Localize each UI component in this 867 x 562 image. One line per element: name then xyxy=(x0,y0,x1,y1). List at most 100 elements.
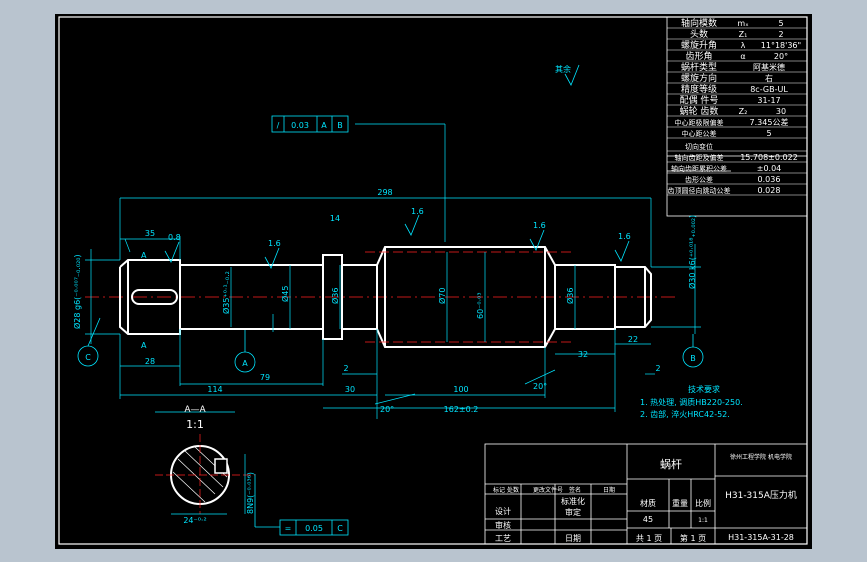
drawing-name: 蜗杆 xyxy=(660,457,682,471)
parameter-name: 中心距公差 xyxy=(682,129,717,138)
sheet-number: 第 1 页 xyxy=(680,533,706,543)
parameter-name: 齿顶圆径向跳动公差 xyxy=(668,186,731,195)
dim-phi45: Ø45 xyxy=(280,286,290,302)
tolerance-bottom-value: 0.05 xyxy=(305,524,323,533)
project-name: H31-315A压力机 xyxy=(725,489,797,501)
parameter-name: 蜗杆类型 xyxy=(681,61,717,73)
parameter-name: 中心距极限偏差 xyxy=(675,118,724,127)
tech-req-line1: 1. 热处理, 调质HB220-250. xyxy=(640,397,743,407)
dim-114: 114 xyxy=(207,385,222,394)
parameter-symbol: α xyxy=(740,52,745,61)
revision-column-label: 签名 xyxy=(569,486,581,494)
section-cut-mark: A xyxy=(141,341,147,350)
parameter-name: 蜗轮 齿数 xyxy=(680,105,719,117)
dim-phi28: Ø28 g6(⁻⁰·⁰⁰⁷₋₀.₀₂₀) xyxy=(72,254,82,329)
roughness-value: 1.6 xyxy=(268,239,281,248)
parameter-value: 0.028 xyxy=(758,186,781,195)
parameter-name: 头数 xyxy=(690,28,708,40)
roughness-value: 1.6 xyxy=(618,232,631,241)
dim-phi60: 60⁻⁰·⁰³ xyxy=(476,292,485,319)
parameter-name: 齿形角 xyxy=(685,50,712,62)
ratio-label: 比例 xyxy=(695,498,711,508)
approval-label: 审定 xyxy=(565,507,581,517)
tolerance-top-datum-a: A xyxy=(321,121,327,130)
roughness-symbols xyxy=(164,64,630,269)
process-label: 工艺 xyxy=(495,534,511,543)
parameter-value: 8c-GB-UL xyxy=(750,85,788,94)
weight-label: 重量 xyxy=(672,498,688,508)
thread-pitch-lines xyxy=(365,251,575,343)
parameter-value: 20° xyxy=(774,52,788,61)
section-cut-mark: A xyxy=(141,251,147,260)
date-label: 日期 xyxy=(565,534,581,543)
standardization-label: 标准化 xyxy=(561,496,585,506)
dim-79: 79 xyxy=(260,373,270,382)
roughness-value: 0.8 xyxy=(168,233,181,242)
tolerance-top-value: 0.03 xyxy=(291,121,309,130)
parameter-name: 轴向齿距累积公差 xyxy=(671,164,727,173)
total-sheets: 共 1 页 xyxy=(636,534,662,543)
material-value: 45 xyxy=(643,515,653,524)
drawing-code: H31-315A-31-28 xyxy=(728,533,794,542)
parameter-value: ±0.04 xyxy=(757,164,782,173)
section-a-a xyxy=(155,411,255,515)
designer-label: 设计 xyxy=(495,506,511,516)
parameter-value: 2 xyxy=(778,30,783,39)
dim-100: 100 xyxy=(453,385,468,394)
material-label: 材质 xyxy=(640,498,656,508)
tolerance-top-datum-b: B xyxy=(337,121,343,130)
parameter-value: 31-17 xyxy=(757,96,780,105)
parameter-value: 30 xyxy=(776,107,786,116)
parameter-name: 轴向齿距及偏差 xyxy=(675,153,724,162)
parameter-value: 15.708±0.022 xyxy=(740,153,798,162)
section-scale: 1:1 xyxy=(186,418,204,431)
revision-column-label: 更改文件号 xyxy=(533,486,563,494)
datum-b: B xyxy=(690,354,696,363)
rest-surface-label: 其余 xyxy=(555,64,571,74)
dimension-lines xyxy=(85,123,701,419)
datum-c: C xyxy=(85,353,91,362)
section-title: A—A xyxy=(184,405,206,415)
parameter-symbol: mₓ xyxy=(737,19,749,28)
parameter-symbol: λ xyxy=(741,41,746,50)
dim-14: 14 xyxy=(330,214,340,223)
tolerance-frame-bottom xyxy=(254,474,349,536)
tolerance-bottom-datum: C xyxy=(337,524,343,533)
dim-phi35: Ø35⁺⁰·¹₋₀.₂ xyxy=(221,271,231,314)
dim-phi70: Ø70 xyxy=(437,288,447,304)
parameter-name: 配偶 件号 xyxy=(680,94,719,106)
parameter-value: 右 xyxy=(765,73,773,83)
title-block xyxy=(484,443,808,545)
parameter-value: 0.036 xyxy=(758,175,781,184)
tech-req-line2: 2. 齿部, 淬火HRC42-52. xyxy=(640,409,730,419)
parameter-name: 螺旋升角 xyxy=(681,39,717,51)
datum-markers xyxy=(77,317,704,373)
dim-angle-right: 20° xyxy=(533,382,547,391)
parameter-value: 阿基米德 xyxy=(753,62,785,72)
parameter-table xyxy=(666,16,808,217)
dim-8n9: 8N9(⁻⁰·⁰³⁶) xyxy=(246,472,255,514)
parameter-value: 5 xyxy=(778,19,783,28)
parameter-symbol: Z₁ xyxy=(739,30,748,39)
dim-35: 35 xyxy=(145,229,155,238)
symmetry-symbol: = xyxy=(285,524,292,533)
dim-phi36b: Ø36 xyxy=(565,288,575,304)
dim-32: 32 xyxy=(578,350,588,359)
dim-30: 30 xyxy=(345,385,355,394)
institution: 徐州工程学院 机电学院 xyxy=(730,453,792,461)
dim-phi36: Ø36 xyxy=(330,288,340,304)
tolerance-frame-top xyxy=(271,115,349,133)
roughness-value: 1.6 xyxy=(411,207,424,216)
parameter-name: 切向变位 xyxy=(685,142,713,151)
datum-a: A xyxy=(242,359,248,368)
parameter-name: 轴向模数 xyxy=(681,17,717,29)
revision-column-label: 标记 xyxy=(493,486,505,494)
dim-angle-left: 20° xyxy=(380,405,394,414)
parameter-name: 精度等级 xyxy=(681,83,717,95)
dim-2b: 2 xyxy=(655,364,660,373)
